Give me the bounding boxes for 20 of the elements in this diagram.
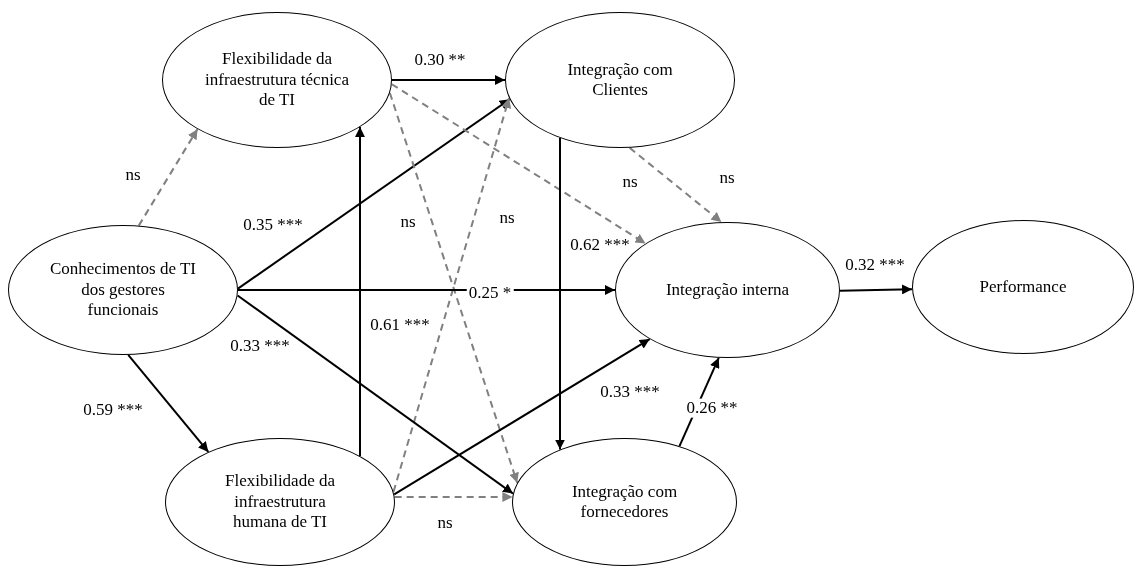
- arrow: [390, 83, 647, 245]
- arrow: [628, 146, 723, 224]
- construct-name: Integração com Clientes: [566, 59, 674, 101]
- arrow: [555, 137, 565, 451]
- arrow: [393, 338, 651, 496]
- arrow: [236, 294, 514, 495]
- arrow: [393, 492, 514, 502]
- construct-name: Performance: [979, 276, 1067, 298]
- arrow: [355, 126, 365, 457]
- arrow: [839, 284, 914, 295]
- arrow: [137, 128, 199, 227]
- arrow: [237, 285, 616, 295]
- construct-name: Integração com fornecedores: [570, 481, 679, 523]
- construct-name: Conhecimentos de TI dos gestores funcionais: [49, 259, 197, 321]
- arrow: [391, 75, 506, 85]
- construct-name: Flexibilidade da infraestrutura humana de TI: [224, 471, 336, 533]
- edge-label: 0.26 **: [684, 398, 740, 418]
- construct-name: Integração interna: [665, 279, 790, 301]
- construct-name: Flexibilidade da infraestrutura técnica de TI: [204, 49, 350, 111]
- arrow: [127, 353, 210, 453]
